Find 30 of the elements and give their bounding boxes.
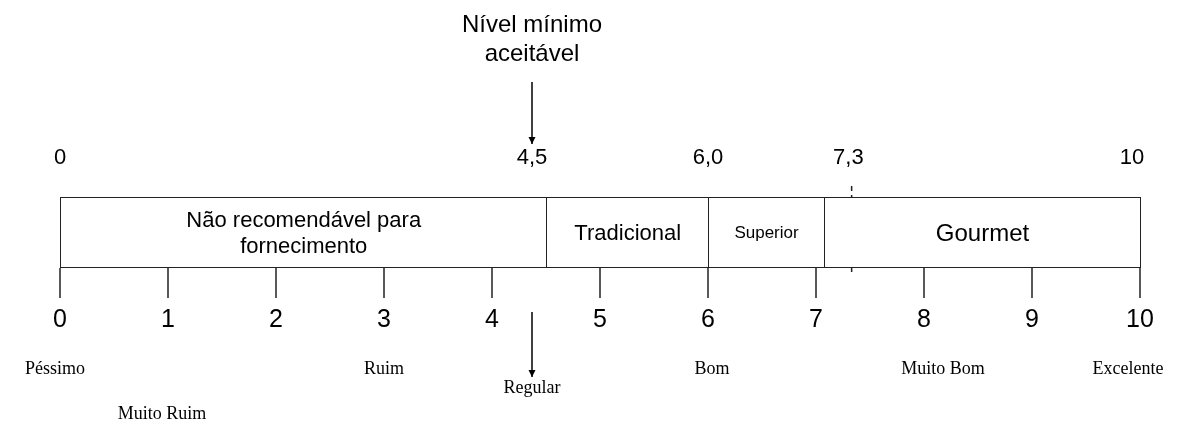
scale-value: 0	[53, 144, 67, 170]
tick-number: 3	[377, 303, 391, 333]
tick-number: 8	[917, 303, 931, 333]
range-segment: Não recomendável para fornecimento	[60, 197, 548, 268]
rating-word: Muito Ruim	[117, 402, 207, 423]
rating-word: Muito Bom	[901, 357, 985, 379]
tick-number: 2	[269, 303, 283, 333]
range-segment: Superior	[708, 197, 826, 268]
tick-number: 6	[701, 303, 715, 333]
tick-number: 4	[485, 303, 499, 333]
tick-number: 5	[593, 303, 607, 333]
tick-number: 10	[1126, 303, 1154, 333]
tick-number: 1	[161, 303, 175, 333]
rating-word: Péssimo	[25, 357, 85, 379]
range-segment: Gourmet	[823, 197, 1142, 268]
range-segment: Tradicional	[546, 197, 710, 268]
tick-number: 0	[53, 303, 67, 333]
rating-word: Regular	[480, 377, 584, 403]
tick-number: 9	[1025, 303, 1039, 333]
scale-value: 10	[1119, 144, 1145, 170]
arrow	[528, 81, 536, 145]
tick-number: 7	[809, 303, 823, 333]
arrow	[528, 311, 536, 378]
scale-value: 4,5	[510, 144, 554, 170]
rating-word: Bom	[694, 357, 730, 379]
rating-word: Ruim	[364, 357, 404, 379]
rating-word: Excelente	[1092, 357, 1164, 379]
threshold-caption: Nível mínimo aceitável	[452, 10, 612, 82]
scale-value: 7,3	[833, 144, 864, 170]
scale-value: 6,0	[692, 144, 724, 170]
